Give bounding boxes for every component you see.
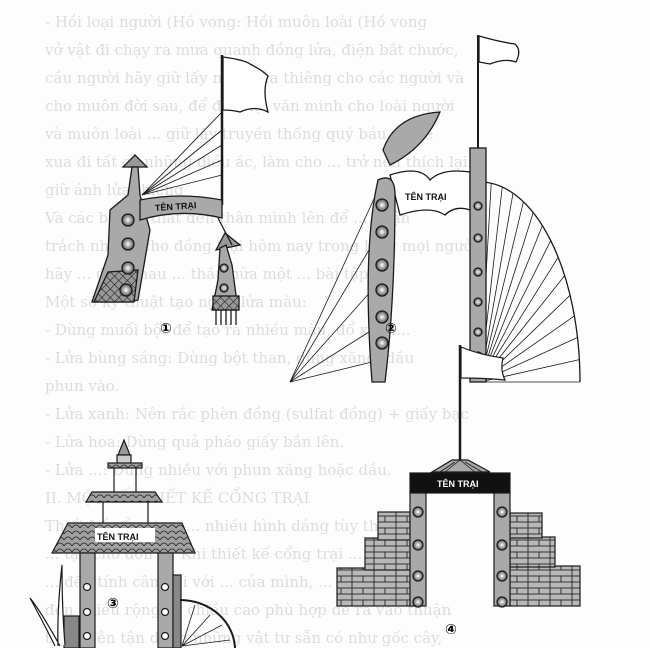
sign-text: TÊN TRẠI xyxy=(97,531,139,542)
bleed-line: ... đến tính cân đối với ... của mình, .… xyxy=(45,573,333,591)
post xyxy=(469,147,487,383)
sign-text: TÊN TRẠI xyxy=(437,478,479,489)
wheel-spoke xyxy=(479,212,534,383)
bleed-line: phun vào. xyxy=(45,377,120,395)
sign-banner xyxy=(389,170,471,216)
bleed-line: tiện. Nên tận dụng những vật tư sẵn có n… xyxy=(45,629,443,647)
flag-icon xyxy=(478,35,520,65)
bleed-line: - Lửa bùng sáng: Dùng bột than, dùng xăn… xyxy=(45,349,415,367)
bleed-line: - Dùng muối bột để tạo ra nhiều màu, đổ … xyxy=(45,321,411,339)
diagram-number-3: ③ xyxy=(107,596,119,612)
bleed-line: vở vật đi chạy ra mưa quanh đồng lửa, đi… xyxy=(45,41,459,59)
flag-icon xyxy=(222,56,270,114)
bleed-line: - Lửa xanh: Nên rắc phèn đồng (sulfat đồ… xyxy=(45,405,469,423)
leaf xyxy=(382,111,442,166)
wheel-spoke xyxy=(479,201,524,383)
gate-2: TÊN TRẠI xyxy=(289,35,581,383)
sign-text: TÊN TRẠI xyxy=(405,191,447,202)
diagram-number-1: ① xyxy=(160,321,172,337)
gate-4: TÊN TRẠI xyxy=(336,345,581,608)
sign-text: TÊN TRẠI xyxy=(155,199,197,213)
sign-banner xyxy=(409,472,511,494)
side-ropes xyxy=(289,189,379,383)
gate-3: TÊN TRẠI xyxy=(29,438,236,648)
grass-icon xyxy=(29,564,66,647)
bleed-line: giữ ánh lửa thiêng xyxy=(45,181,184,199)
diagram-number-4: ④ xyxy=(445,622,457,638)
bleed-line: - Lửa hoa: Dùng quả pháo giấy bắn lên. xyxy=(45,433,345,451)
diagram-number-2: ② xyxy=(385,321,397,337)
bleed-line: và muôn loài ... giữ lấy truyền thống qu… xyxy=(45,125,434,143)
flag-icon xyxy=(460,346,507,381)
bleed-line: - Hồi loại người (Hồ vong: Hồi muôn loài… xyxy=(45,13,428,31)
flag-ropes xyxy=(141,111,223,196)
gate-1: TÊN TRẠI xyxy=(91,55,270,325)
bleed-line: xua đi tất cả những điều ác, làm cho ...… xyxy=(45,153,468,171)
sign-banner xyxy=(139,195,223,221)
left-column xyxy=(79,552,96,648)
roof xyxy=(429,459,491,473)
